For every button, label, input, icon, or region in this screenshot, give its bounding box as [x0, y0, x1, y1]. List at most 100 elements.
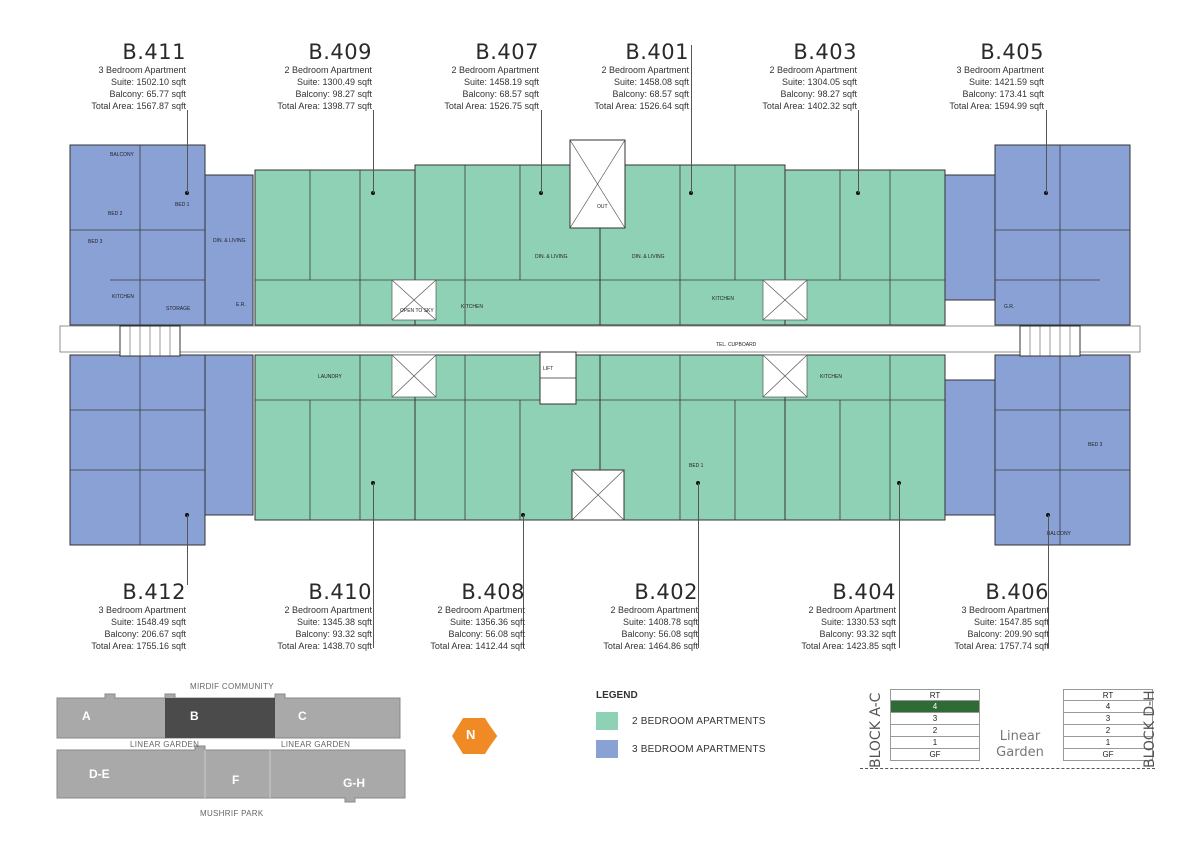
- stair-core-left: [119, 325, 181, 357]
- lbl-din-living: DIN. & LIVING: [213, 238, 246, 244]
- unit-total: Total Area: 1398.77 sqft: [277, 101, 372, 111]
- unit-balcony: Balcony: 93.32 sqft: [295, 629, 372, 639]
- unit-b410-area: [254, 354, 416, 521]
- unit-label-b407: B.407 2 Bedroom Apartment Suite: 1458.19…: [349, 40, 539, 112]
- unit-type: 2 Bedroom Apartment: [437, 605, 525, 615]
- unit-balcony: Balcony: 209.90 sqft: [967, 629, 1049, 639]
- north-arrow-icon: N: [452, 716, 498, 756]
- unit-suite: Suite: 1304.05 sqft: [781, 77, 857, 87]
- unit-code: B.410: [308, 580, 372, 604]
- leader-b406: [1048, 515, 1049, 648]
- unit-total: Total Area: 1526.75 sqft: [444, 101, 539, 111]
- unit-type: 3 Bedroom Apartment: [956, 65, 1044, 75]
- lbl-din-living-3: DIN. & LIVING: [632, 254, 665, 260]
- unit-type: 3 Bedroom Apartment: [98, 65, 186, 75]
- unit-balcony: Balcony: 68.57 sqft: [462, 89, 539, 99]
- floor-1: 1: [890, 737, 980, 749]
- unit-balcony: Balcony: 206.67 sqft: [104, 629, 186, 639]
- unit-balcony: Balcony: 98.27 sqft: [780, 89, 857, 99]
- unit-b402-area: [599, 354, 786, 521]
- unit-suite: Suite: 1330.53 sqft: [820, 617, 896, 627]
- key-map-label-gh: G-H: [343, 776, 365, 790]
- room-labels: BALCONY BED 1 BED 2 BED 3 DIN. & LIVING …: [88, 152, 1103, 537]
- key-map-top-label: MIRDIF COMMUNITY: [190, 682, 274, 691]
- key-map-drawing: [56, 693, 406, 803]
- unit-code: B.403: [793, 40, 857, 64]
- lbl-bed1-b: BED 1: [689, 463, 704, 469]
- unit-b412-area: [69, 354, 254, 546]
- stair-core-right: [1019, 325, 1081, 357]
- unit-type: 2 Bedroom Apartment: [601, 65, 689, 75]
- unit-label-b411: B.411 3 Bedroom Apartment Suite: 1502.10…: [0, 40, 186, 112]
- unit-suite: Suite: 1547.85 sqft: [973, 617, 1049, 627]
- unit-label-b403: B.403 2 Bedroom Apartment Suite: 1304.05…: [667, 40, 857, 112]
- unit-suite: Suite: 1502.10 sqft: [110, 77, 186, 87]
- unit-b409-area: [254, 169, 416, 326]
- floor-1: 1: [1063, 737, 1153, 749]
- unit-suite: Suite: 1345.38 sqft: [296, 617, 372, 627]
- key-map-label-c: C: [298, 709, 307, 723]
- legend-swatch-2bed: [596, 712, 618, 730]
- lift-core: [539, 351, 577, 405]
- floor-rt: RT: [890, 689, 980, 701]
- unit-suite: Suite: 1408.78 sqft: [622, 617, 698, 627]
- unit-type: 2 Bedroom Apartment: [610, 605, 698, 615]
- lbl-kitchen: KITCHEN: [112, 294, 134, 300]
- key-map-label-a: A: [82, 709, 91, 723]
- lbl-kitchen-2: KITCHEN: [461, 304, 483, 310]
- key-map-block-b: [165, 698, 275, 738]
- unit-type: 2 Bedroom Apartment: [451, 65, 539, 75]
- floor-gf: GF: [1063, 749, 1153, 761]
- key-map-linear-garden-right: LINEAR GARDEN: [281, 740, 351, 749]
- unit-label-b405: B.405 3 Bedroom Apartment Suite: 1421.59…: [854, 40, 1044, 112]
- unit-balcony: Balcony: 93.32 sqft: [819, 629, 896, 639]
- lbl-open-to-sky: OPEN TO SKY: [400, 308, 434, 314]
- legend-item-2bed: 2 BEDROOM APARTMENTS: [596, 711, 766, 731]
- unit-suite: Suite: 1300.49 sqft: [296, 77, 372, 87]
- unit-b407-area: [414, 164, 601, 326]
- lbl-bed3-r: BED 3: [1088, 442, 1103, 448]
- unit-code: B.412: [122, 580, 186, 604]
- unit-code: B.402: [634, 580, 698, 604]
- unit-b401-area: [599, 164, 786, 326]
- unit-b404-area: [784, 354, 946, 521]
- unit-label-b406: B.406 3 Bedroom Apartment Suite: 1547.85…: [859, 580, 1049, 652]
- unit-balcony: Balcony: 68.57 sqft: [612, 89, 689, 99]
- floor-3: 3: [1063, 713, 1153, 725]
- unit-total: Total Area: 1438.70 sqft: [277, 641, 372, 651]
- unit-suite: Suite: 1458.08 sqft: [613, 77, 689, 87]
- unit-markers: [185, 191, 1050, 517]
- unit-b405-area: [944, 144, 1131, 326]
- unit-code: B.401: [625, 40, 689, 64]
- unit-label-b409: B.409 2 Bedroom Apartment Suite: 1300.49…: [182, 40, 372, 112]
- unit-label-b412: B.412 3 Bedroom Apartment Suite: 1548.49…: [0, 580, 186, 652]
- internal-walls: [70, 145, 1130, 545]
- floor-rt: RT: [1063, 689, 1153, 701]
- unit-code: B.404: [832, 580, 896, 604]
- unit-balcony: Balcony: 56.08 sqft: [621, 629, 698, 639]
- leader-b402: [698, 483, 699, 648]
- leader-b409: [373, 110, 374, 193]
- unit-code: B.408: [461, 580, 525, 604]
- lbl-laundry: LAUNDRY: [318, 374, 342, 380]
- key-map-linear-garden-left: LINEAR GARDEN: [130, 740, 200, 749]
- unit-total: Total Area: 1423.85 sqft: [801, 641, 896, 651]
- unit-type: 3 Bedroom Apartment: [98, 605, 186, 615]
- floor-stack-d-h: RT 4 3 2 1 GF: [1063, 689, 1153, 761]
- unit-balcony: Balcony: 65.77 sqft: [109, 89, 186, 99]
- unit-suite: Suite: 1421.59 sqft: [968, 77, 1044, 87]
- floor-stack-a-c: RT 4 3 2 1 GF: [890, 689, 980, 761]
- legend-title: LEGEND: [596, 690, 638, 701]
- lbl-kitchen-3: KITCHEN: [712, 296, 734, 302]
- unit-balcony: Balcony: 173.41 sqft: [962, 89, 1044, 99]
- unit-suite: Suite: 1356.36 sqft: [449, 617, 525, 627]
- legend-label-2bed: 2 BEDROOM APARTMENTS: [632, 715, 766, 727]
- key-map: MIRDIF COMMUNITY LINEAR GARDEN LINEAR GA…: [55, 678, 415, 828]
- legend-swatch-3bed: [596, 740, 618, 758]
- unit-total: Total Area: 1755.16 sqft: [91, 641, 186, 651]
- unit-code: B.409: [308, 40, 372, 64]
- unit-code: B.405: [980, 40, 1044, 64]
- lbl-bed3: BED 3: [88, 239, 103, 245]
- leader-b410: [373, 483, 374, 648]
- floor-3: 3: [890, 713, 980, 725]
